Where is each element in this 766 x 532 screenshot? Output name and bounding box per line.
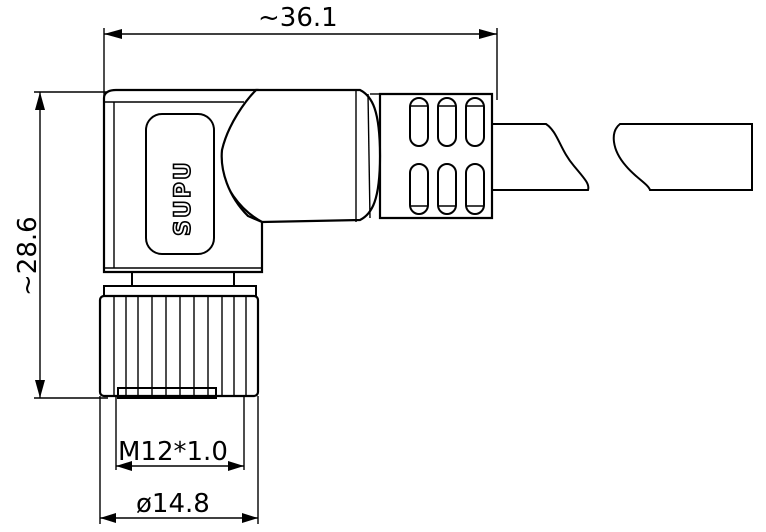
height-dimension: ~28.6 bbox=[13, 91, 108, 399]
head-housing: SUPU bbox=[102, 88, 264, 274]
cable bbox=[492, 123, 753, 191]
overmold-grip bbox=[370, 92, 494, 220]
diameter-dimension: ø14.8 bbox=[99, 396, 259, 524]
diameter-dimension-label: ø14.8 bbox=[136, 489, 210, 519]
thread-dimension: M12*1.0 bbox=[115, 396, 245, 471]
length-dimension-label: ~36.1 bbox=[258, 3, 338, 33]
height-dimension-label: ~28.6 bbox=[13, 216, 43, 296]
brand-logo: SUPU bbox=[171, 160, 196, 236]
coupling-nut bbox=[98, 294, 260, 399]
angled-body bbox=[218, 88, 382, 224]
connector-neck bbox=[103, 271, 257, 297]
thread-dimension-label: M12*1.0 bbox=[118, 437, 228, 467]
length-dimension: ~36.1 bbox=[103, 3, 498, 100]
